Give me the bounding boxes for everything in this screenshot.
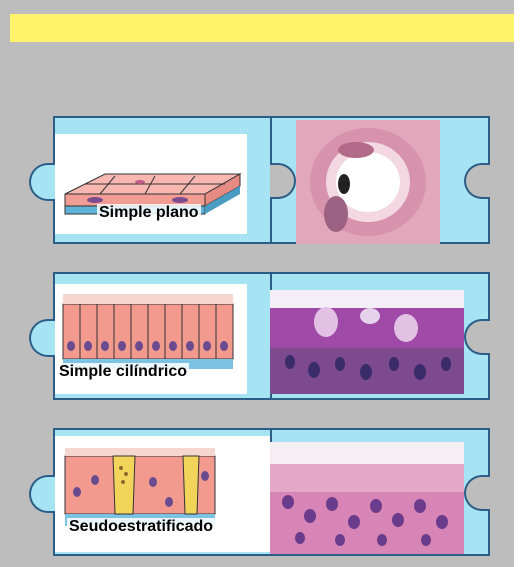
puzzle-notch [464,163,490,199]
puzzle-piece-micrograph[interactable] [270,272,490,400]
tissue-label: Simple cilíndrico [57,363,189,381]
puzzle-piece-diagram[interactable]: Seudoestratificado [53,428,273,556]
puzzle-piece-micrograph[interactable] [270,116,490,244]
puzzle-row-1: Simple plano [0,116,514,244]
puzzle-notch [464,319,490,355]
micrograph-card [270,290,464,394]
title-bar [10,14,514,42]
puzzle-notch [270,163,296,199]
diagram-card: Simple cilíndrico [55,284,247,394]
puzzle-piece-diagram[interactable]: Simple plano [53,116,273,244]
puzzle-row-2: Simple cilíndrico [0,272,514,400]
puzzle-row-3: Seudoestratificado [0,428,514,556]
simple-columnar-micrograph-icon [270,290,464,394]
tissue-label: Simple plano [97,204,201,222]
tissue-label: Seudoestratificado [67,518,215,536]
pseudostratified-micrograph-icon [270,442,464,554]
puzzle-piece-diagram[interactable]: Simple cilíndrico [53,272,273,400]
micrograph-card [296,120,440,244]
puzzle-notch [464,475,490,511]
diagram-card: Simple plano [55,134,247,234]
micrograph-card [270,442,464,554]
simple-squamous-micrograph-icon [296,120,440,244]
diagram-card: Seudoestratificado [55,436,270,552]
workspace: Simple plano [0,0,514,567]
puzzle-piece-micrograph[interactable] [270,428,490,556]
